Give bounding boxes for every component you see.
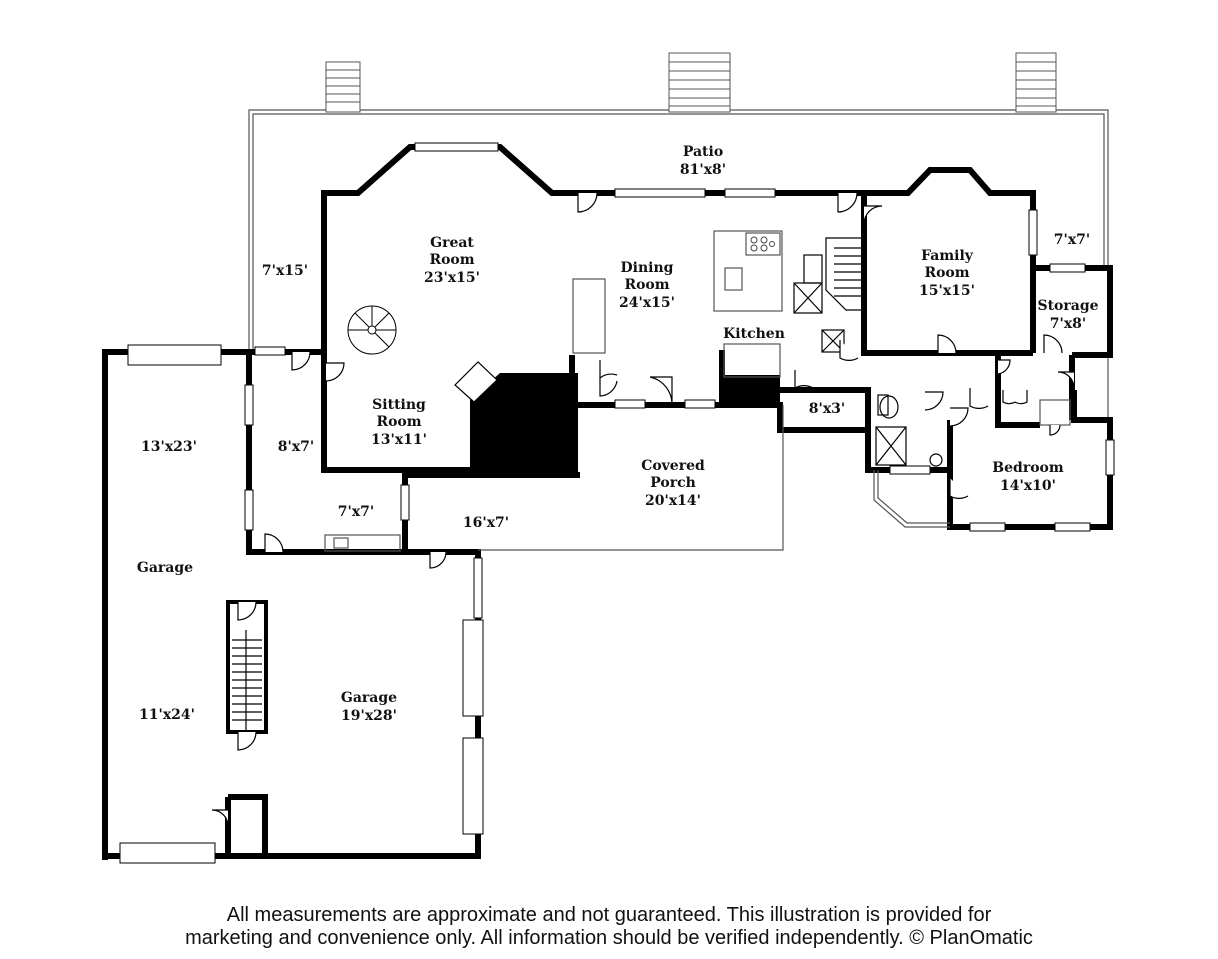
label-storage: Storage: [1037, 298, 1098, 314]
label-kitchen: Kitchen: [723, 326, 785, 342]
label-sitting-room-1: Sitting: [372, 397, 426, 413]
label-dining-room-2: Room: [624, 277, 669, 293]
label-side-7x15: 7'x15': [262, 263, 308, 279]
patio-steps: [325, 52, 1057, 113]
label-family-room-1: Family: [921, 248, 974, 264]
label-garage-left-name: Garage: [137, 560, 193, 576]
label-family-room-2: Room: [924, 265, 969, 281]
label-sitting-room-size: 13'x11': [371, 432, 427, 448]
disclaimer: All measurements are approximate and not…: [0, 904, 1218, 950]
patio-outline: [248, 109, 1109, 420]
doors: [211, 192, 1075, 827]
disclaimer-line-2: marketing and convenience only. All info…: [185, 927, 1033, 949]
label-hall-8x7: 8'x7': [278, 439, 314, 455]
label-great-room-size: 23'x15': [424, 270, 480, 286]
stairs-garage: [226, 600, 268, 734]
bathroom-fixtures: [875, 394, 943, 467]
label-family-room-size: 15'x15': [919, 283, 975, 299]
windows: [119, 142, 1115, 864]
label-storage-size: 7'x8': [1050, 316, 1086, 332]
label-sitting-room-2: Room: [376, 414, 421, 430]
label-hall-8x3: 8'x3': [809, 401, 845, 417]
label-great-room-1: Great: [430, 235, 474, 251]
label-bedroom: Bedroom: [992, 460, 1064, 476]
stairs-right: [793, 237, 862, 353]
label-dining-room-1: Dining: [621, 260, 674, 276]
fireplace-mass: [470, 373, 780, 475]
spiral-stair: [347, 305, 397, 355]
label-walk-16x7: 16'x7': [463, 515, 509, 531]
label-covered-porch-size: 20'x14': [645, 493, 701, 509]
label-bedroom-size: 14'x10': [1000, 478, 1056, 494]
label-garage-left-top-size: 13'x23': [141, 439, 197, 455]
label-covered-porch-2: Porch: [650, 475, 696, 491]
label-covered-porch-1: Covered: [641, 458, 705, 474]
label-patio-size: 81'x8': [680, 162, 726, 178]
fireplace-hearth: [454, 361, 498, 403]
disclaimer-line-1: All measurements are approximate and not…: [226, 904, 992, 926]
label-patio-name: Patio: [683, 144, 723, 160]
label-garage-left-bottom-size: 11'x24': [139, 707, 195, 723]
label-garage-main-size: 19'x28': [341, 708, 397, 724]
label-laundry-7x7: 7'x7': [338, 504, 374, 520]
label-great-room-2: Room: [429, 252, 474, 268]
label-garage-main-name: Garage: [341, 690, 397, 706]
room-labels: Patio 81'x8' Great Room 23'x15' Dining R…: [137, 144, 1099, 724]
floor-plan: Patio 81'x8' Great Room 23'x15' Dining R…: [102, 52, 1115, 864]
label-dining-room-size: 24'x15': [619, 295, 675, 311]
label-deck-7x7-right: 7'x7': [1054, 232, 1090, 248]
stove-burners: [750, 236, 775, 252]
thin-outlines: [324, 230, 1071, 552]
